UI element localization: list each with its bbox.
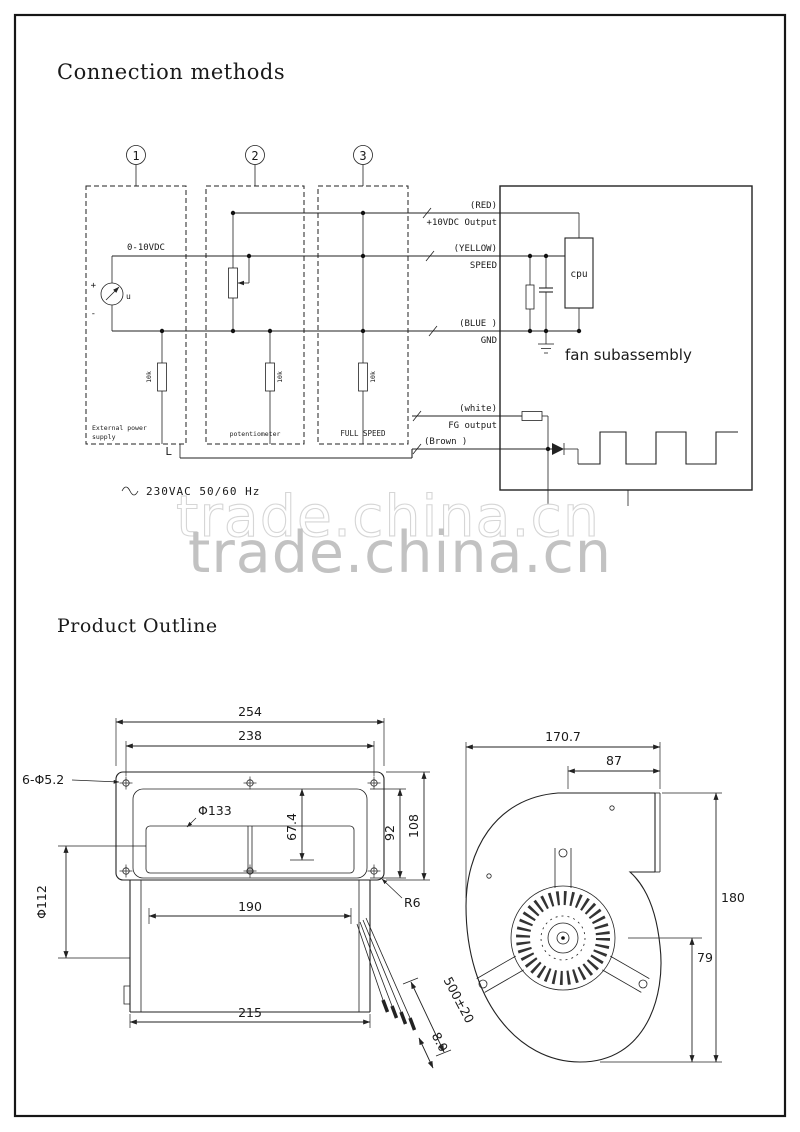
box1-label-line1: External power [92,424,147,432]
ground-symbol [538,331,554,354]
box1-label-line2: supply [92,433,116,441]
mains-line: L 230VAC 50/60 Hz [121,445,413,498]
blue-wire-color: (BLUE ) [459,319,497,329]
dim-height-outer: 108 [406,814,421,838]
fan-box-outline [499,185,753,491]
voltage-source: 0-10VDC + - u 10k [91,243,181,458]
red-wire-signal: +10VDC Output [427,218,497,228]
dim-height-inner: 92 [382,825,397,841]
fan-subassembly-box: cpu fan subassembly [499,185,753,506]
line-label: L [165,445,172,458]
page-border [13,13,787,1118]
dim-width-outer: 254 [238,704,262,719]
wiring-diagram: 1 2 3 External power supply potentiomete… [85,145,753,506]
dim-side-height: 180 [721,890,745,905]
watermark-ghost: trade.china.cn [176,484,600,550]
lower-housing [123,880,371,1013]
sine-symbol [121,486,139,496]
impeller [510,885,616,991]
dim-wheel-dia: Φ133 [198,803,232,818]
resistor3-value: 10k [369,371,377,383]
wire-rails [112,207,579,455]
front-view-drawing: 254 238 6-Φ5.2 Φ133 67.4 92 108 [22,704,478,1069]
dim-width-inner: 238 [238,728,262,743]
dim-side-width: 170.7 [545,729,581,744]
dim-outlet: 87 [606,753,622,768]
lead-wires [356,917,417,1031]
mounting-holes [119,776,381,878]
circuit-2-callout: 2 [245,145,265,186]
source-minus-label: - [91,309,96,319]
mains-label: 230VAC 50/60 Hz [146,485,260,498]
source-symbol-label: u [126,292,131,301]
volute-outline [465,792,662,1063]
circuit-3-callout: 3 [353,145,373,186]
external-power-box [85,185,187,445]
junction-dots [159,210,582,452]
dim-holes: 6-Φ5.2 [22,772,64,787]
watermark-text: trade.china.cn [188,520,612,586]
box2-label: potentiometer [230,430,281,438]
dim-depth: 67.4 [284,813,299,841]
dim-center-height: 79 [697,950,713,965]
potentiometer-symbol: 10k [228,213,284,444]
fg-pulse-circuit [521,411,738,506]
dim-corner-radius: R6 [404,895,421,910]
dim-span: 190 [238,899,262,914]
mounting-flange [115,771,385,881]
motor-mount-arms [476,848,650,993]
full-speed-symbol: 10k [358,213,377,444]
resistor2-value: 10k [276,371,284,383]
brown-wire-color: (Brown ) [424,437,467,447]
yellow-wire-color: (YELLOW) [454,244,497,254]
section1-title: Connection methods [57,60,285,84]
side-view-drawing: 170.7 87 180 79 [465,729,745,1063]
watermark: trade.china.cn trade.china.cn [175,483,612,586]
potentiometer-box [205,185,305,445]
yellow-wire-signal: SPEED [470,261,497,271]
section2-title: Product Outline [57,615,218,637]
wire-labels: (RED) +10VDC Output (YELLOW) SPEED (BLUE… [424,201,497,447]
front-view-dimensions: 254 238 6-Φ5.2 Φ133 67.4 92 108 [22,704,478,1069]
circuit-2-number: 2 [251,149,258,163]
dim-base-width: 215 [238,1005,262,1020]
white-wire-signal: FG output [448,421,497,431]
fan-subassembly-label: fan subassembly [565,346,692,364]
square-wave [578,431,738,465]
side-view-dimensions: 170.7 87 180 79 [465,729,745,1063]
red-wire-color: (RED) [470,201,497,211]
dim-body-dia: Φ112 [34,885,49,919]
source-plus-label: + [91,281,97,291]
circuit-3-number: 3 [359,149,366,163]
cpu-label: cpu [570,269,587,280]
circuit-1-callout: 1 [126,145,146,186]
resistor1-value: 10k [145,371,153,383]
dim-cable-dia: 8.0 [429,1030,452,1055]
white-wire-color: (white) [459,404,497,414]
dim-cable-length: 500±20 [441,974,478,1025]
blue-wire-signal: GND [481,336,497,346]
source-range-label: 0-10VDC [127,243,165,253]
circuit-1-number: 1 [132,149,139,163]
